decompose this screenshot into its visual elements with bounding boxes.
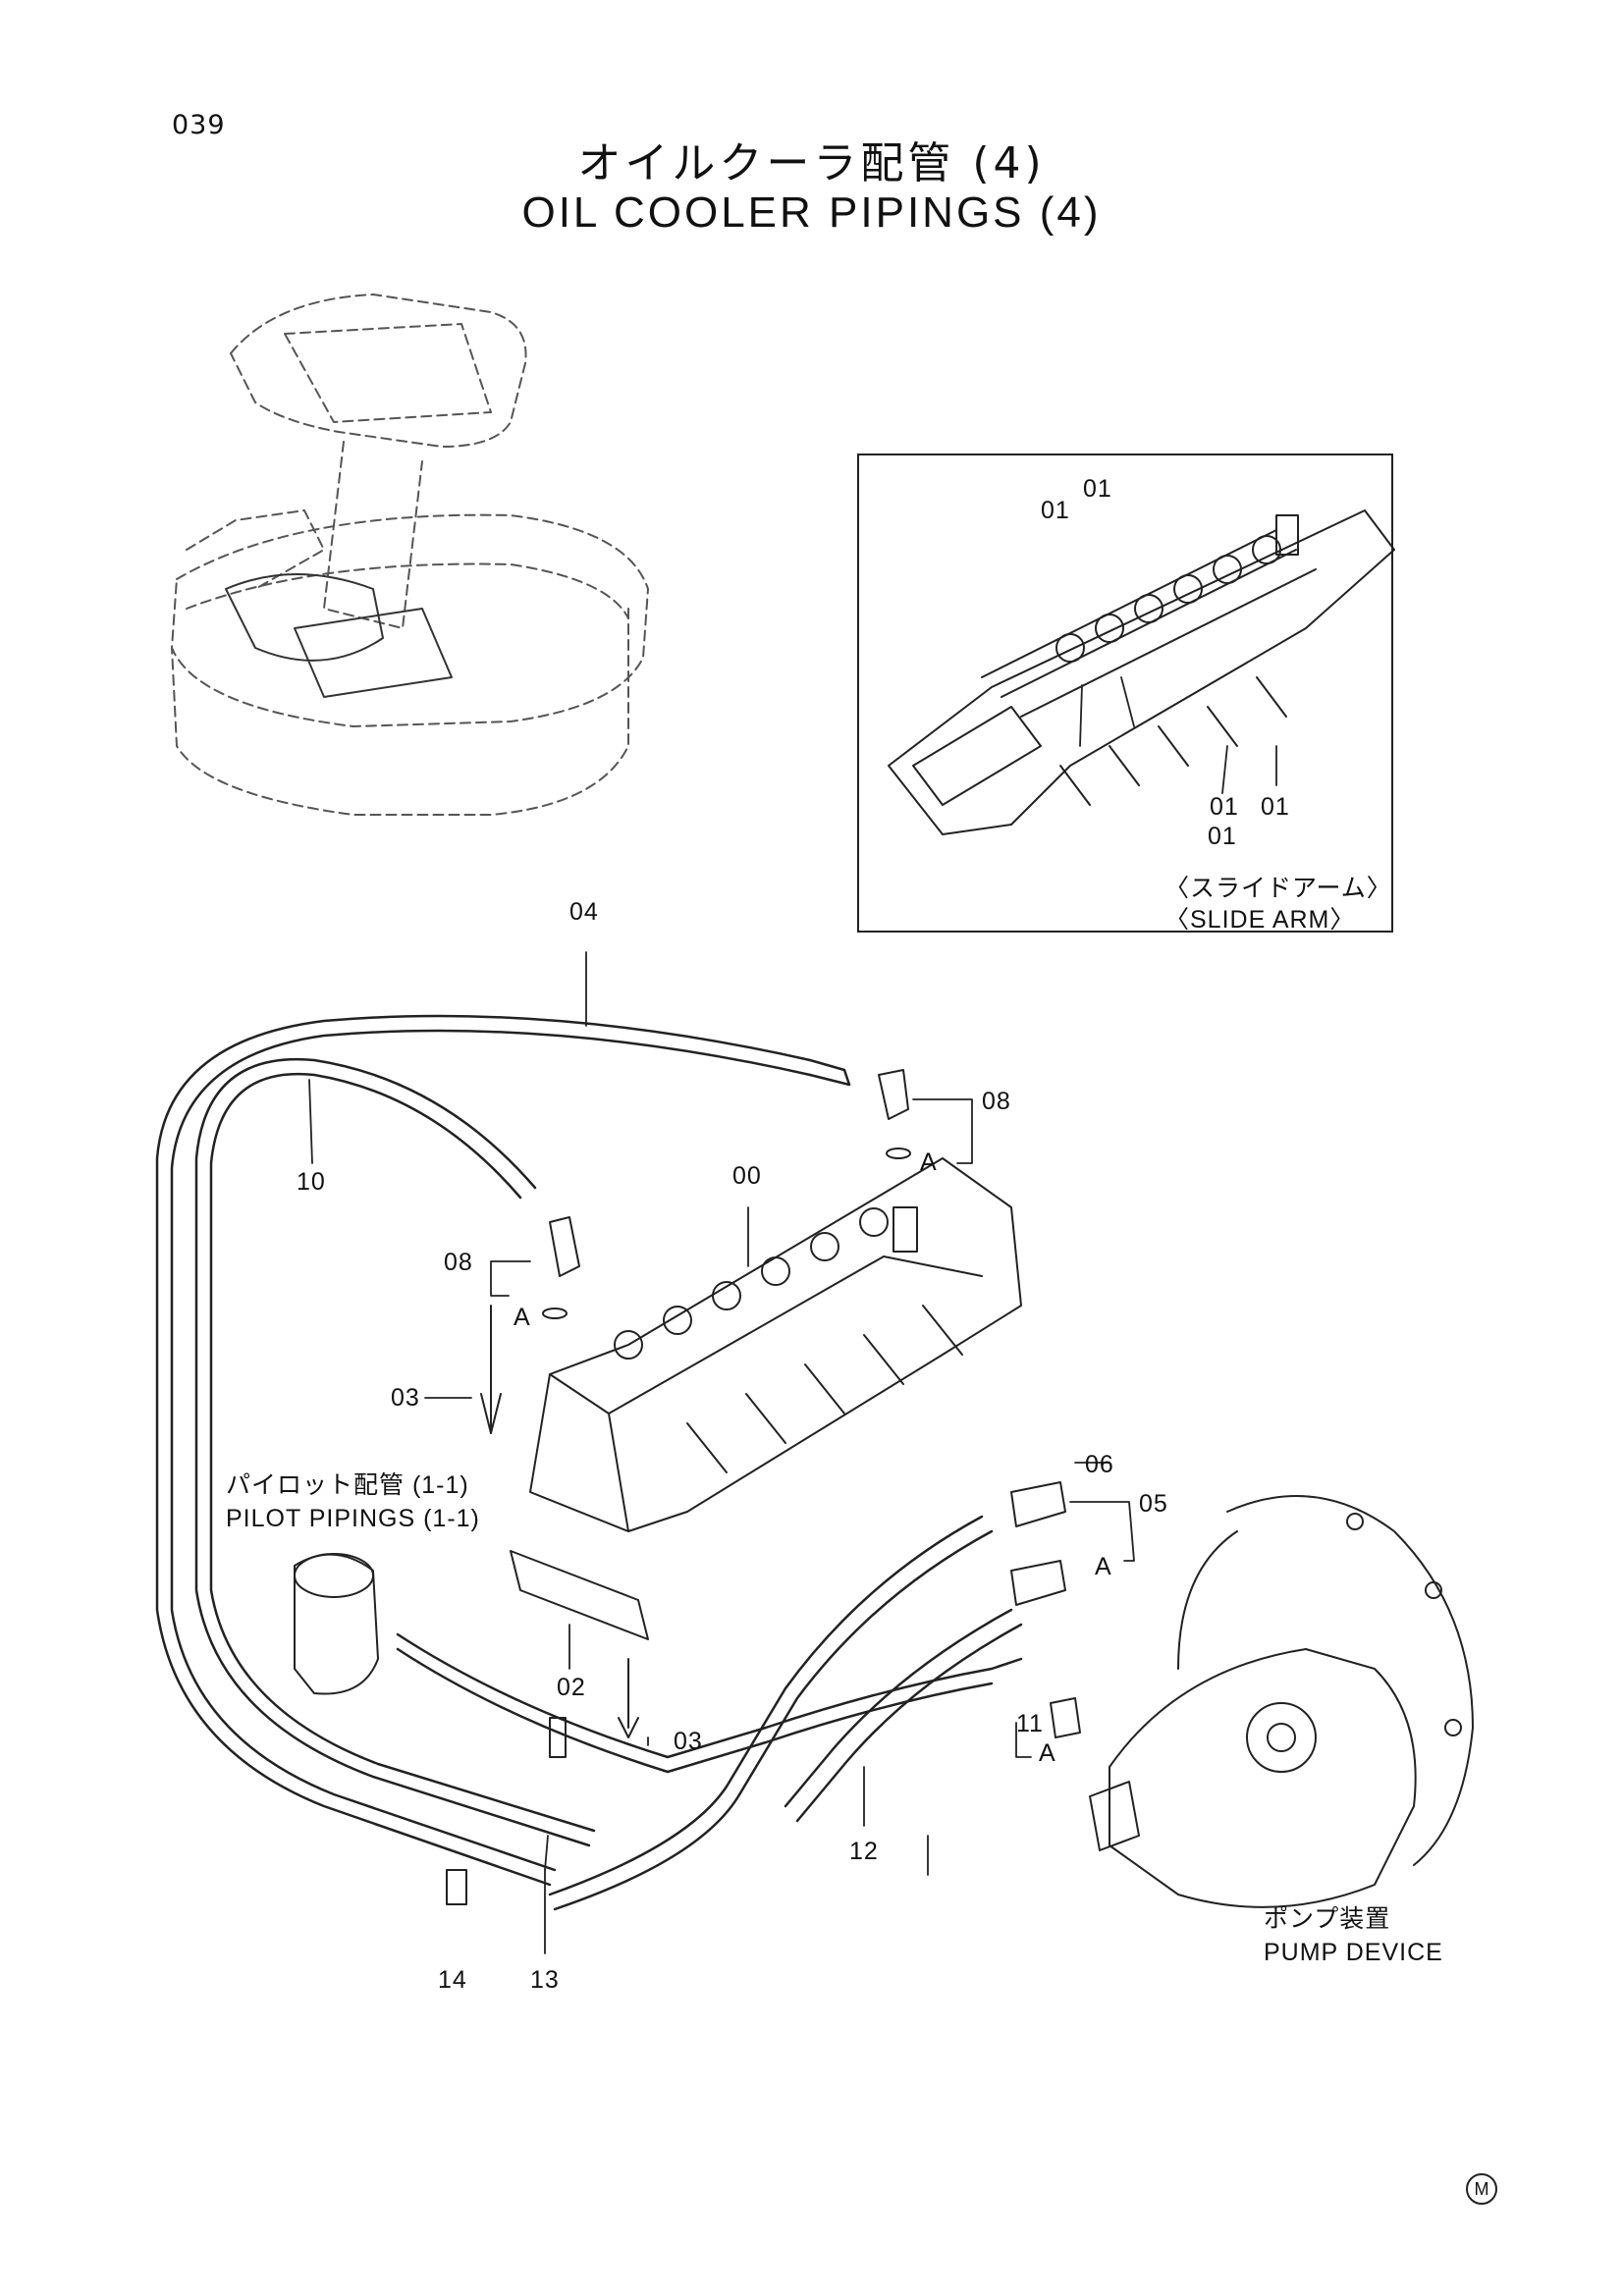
pilot-pipings-label-japanese: パイロット配管 (1-1) xyxy=(226,1471,469,1499)
callout-08-upper: 08 xyxy=(982,1088,1011,1115)
fittings xyxy=(446,1069,1081,1905)
pump-device-illustration xyxy=(1089,1495,1474,1908)
inset-caption-english: 〈SLIDE ARM〉 xyxy=(1164,906,1356,934)
callout-14: 14 xyxy=(438,1966,467,1994)
callout-12: 12 xyxy=(849,1838,879,1865)
corner-mark: M xyxy=(1466,2173,1497,2205)
inset-caption-japanese: 〈スライドアーム〉 xyxy=(1164,875,1392,902)
callout-A-lower: A xyxy=(1039,1739,1056,1767)
callout-08-lower: 08 xyxy=(444,1249,473,1276)
callout-02: 02 xyxy=(557,1674,586,1701)
pilot-pipings-label-english: PILOT PIPINGS (1-1) xyxy=(226,1505,480,1532)
callout-11: 11 xyxy=(1016,1710,1044,1737)
callout-A-right: A xyxy=(1095,1553,1112,1580)
leader-lines xyxy=(308,676,1277,1954)
pipe-04 xyxy=(155,1014,851,1887)
inset-frame xyxy=(857,454,1393,933)
inset-callout-01-e: 01 xyxy=(1208,823,1237,850)
callout-05: 05 xyxy=(1139,1490,1168,1518)
callout-A-left: A xyxy=(514,1304,531,1331)
callout-03-upper: 03 xyxy=(391,1384,420,1412)
page-title-english: OIL COOLER PIPINGS (4) xyxy=(521,188,1102,237)
oil-cooler-filter-illustration xyxy=(294,1553,379,1695)
inset-callout-01-d: 01 xyxy=(1261,793,1290,821)
pump-device-label-english: PUMP DEVICE xyxy=(1264,1939,1443,1966)
inset-callout-01-c: 01 xyxy=(1210,793,1239,821)
pipe-12 xyxy=(396,1515,1023,1911)
callout-06: 06 xyxy=(1085,1451,1114,1478)
inset-callout-01-b: 01 xyxy=(1083,475,1112,503)
callout-04: 04 xyxy=(569,898,599,926)
callout-00: 00 xyxy=(732,1162,762,1190)
callout-10: 10 xyxy=(297,1168,326,1196)
callout-03-lower: 03 xyxy=(674,1728,703,1755)
callout-A-upper: A xyxy=(920,1148,938,1176)
pipe-10 xyxy=(194,1057,596,1847)
callout-13: 13 xyxy=(530,1966,560,1994)
pump-device-label-japanese: ポンプ装置 xyxy=(1264,1905,1391,1933)
inset-callout-01-a: 01 xyxy=(1041,497,1070,524)
main-control-valve-illustration xyxy=(480,1157,1022,1738)
inset-control-valve-illustration xyxy=(888,509,1395,835)
page-number: 039 xyxy=(172,110,226,140)
page-title-japanese: オイルクーラ配管 (4) xyxy=(577,138,1046,188)
machine-overview-illustration xyxy=(171,294,649,816)
